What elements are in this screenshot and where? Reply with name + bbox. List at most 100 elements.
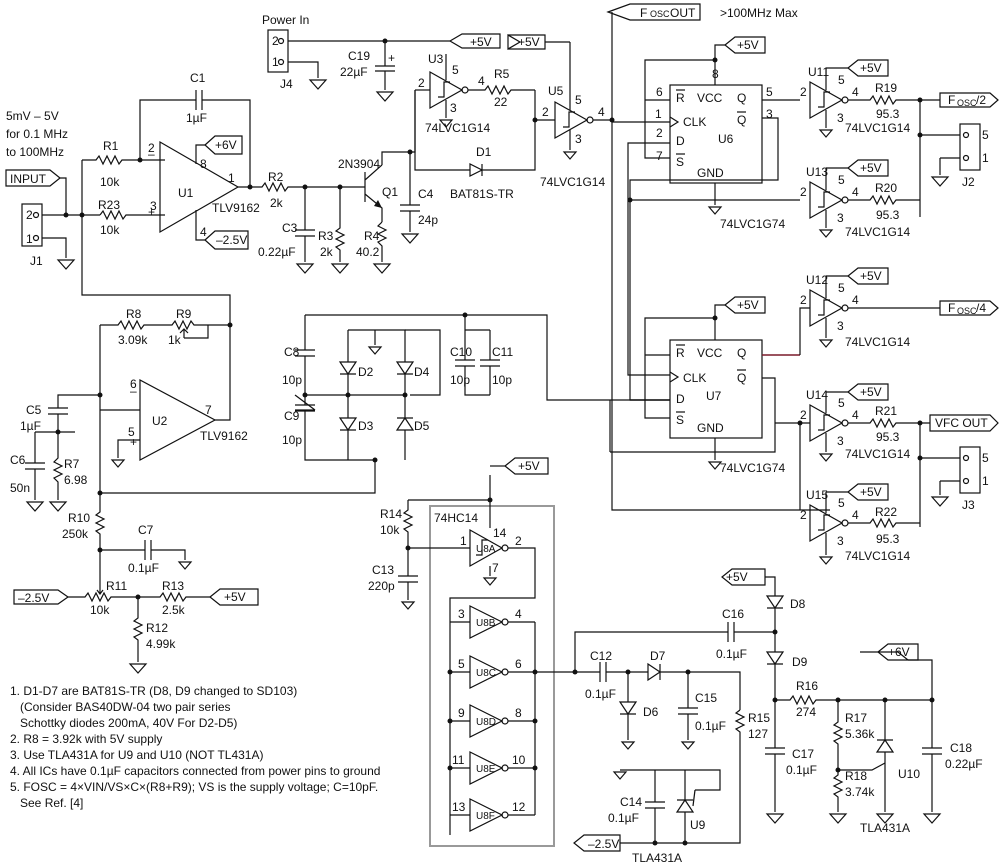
schematic-label: R3 xyxy=(318,229,334,243)
schematic-label: 10p xyxy=(282,373,302,387)
schematic-label: 10p xyxy=(450,373,470,387)
schematic-label: C12 xyxy=(590,649,612,663)
schematic-label: U8D xyxy=(476,717,496,728)
schematic-label: 3 xyxy=(150,199,157,213)
schematic-label: D3 xyxy=(358,419,374,433)
note-line: 5. FOSC = 4×VIN/VS×C×(R8+R9); VS is the … xyxy=(10,780,379,794)
schematic-label: 2 xyxy=(418,76,425,90)
schematic-label: 4 xyxy=(515,607,522,621)
schematic-label: 5.36k xyxy=(845,727,875,741)
schematic-label: 2 xyxy=(800,408,807,422)
connector-j2: 5 1 J2 xyxy=(959,123,989,189)
schematic-label: 2 xyxy=(800,293,807,307)
schematic-label: 95.3 xyxy=(876,107,900,121)
schematic-label: C16 xyxy=(722,607,744,621)
schematic-label: D4 xyxy=(414,365,430,379)
schematic-label: 1 xyxy=(228,171,235,185)
schematic-label: 5 xyxy=(982,128,989,142)
schematic-label: to 100MHz xyxy=(6,145,64,159)
schematic-label: 1µF xyxy=(20,419,41,433)
schematic-label: 4 xyxy=(200,225,207,239)
connector-j3: 5 1 J3 xyxy=(959,446,989,512)
schematic-label: 3 xyxy=(766,107,773,121)
schematic-label: 22µF xyxy=(340,65,368,79)
schematic-label: U8C xyxy=(476,668,496,679)
schematic-label: D9 xyxy=(792,655,808,669)
schematic-label: J2 xyxy=(962,175,975,189)
schematic-label: – xyxy=(148,147,155,161)
schematic-label: 2N3904 xyxy=(338,157,380,171)
schematic-label: 10k xyxy=(380,523,400,537)
schematic-label: 6.98 xyxy=(64,473,88,487)
schematic-label: U8E xyxy=(476,764,496,775)
schematic-label: R18 xyxy=(845,769,867,783)
schematic-label: C1 xyxy=(190,71,206,85)
schematic-label: 95.3 xyxy=(876,208,900,222)
schematic-label: +5V xyxy=(737,298,759,312)
connector-j1: 2 1 J1 xyxy=(21,203,43,268)
schematic-label: 1µF xyxy=(186,111,207,125)
schematic-label: U8B xyxy=(476,618,496,629)
schematic-label: 4.99k xyxy=(146,637,176,651)
schematic-label: 74LVC1G14 xyxy=(845,447,910,461)
schematic-label: 95.3 xyxy=(876,430,900,444)
schematic-label: R9 xyxy=(176,307,192,321)
schematic-label: 1 xyxy=(460,534,467,548)
schematic-label: CLK xyxy=(683,115,706,129)
schematic-label: 2 xyxy=(542,105,549,119)
schematic-label: C6 xyxy=(10,453,26,467)
schematic-label: U7 xyxy=(706,389,722,403)
schematic-label: 74LVC1G14 xyxy=(540,175,605,189)
schematic-label: D8 xyxy=(790,597,806,611)
schematic-label: 22 xyxy=(494,95,508,109)
schematic-label: 5 xyxy=(838,281,845,295)
schematic-label: 10k xyxy=(100,223,120,237)
schematic-label: U1 xyxy=(178,186,194,200)
schematic-label: +5V xyxy=(470,35,492,49)
schematic-label: 2k xyxy=(270,196,284,210)
schematic-label: BAT81S-TR xyxy=(450,187,514,201)
schematic-label: D xyxy=(676,392,685,406)
schematic-label: 4 xyxy=(598,105,605,119)
schematic-label: 220p xyxy=(368,579,395,593)
schematic-label: 3 xyxy=(837,319,844,333)
schematic-label: 3 xyxy=(837,434,844,448)
schematic-label: R19 xyxy=(875,81,897,95)
schematic-label: /2 xyxy=(976,93,986,107)
schematic-label: 40.2 xyxy=(356,245,380,259)
schematic-label: 8 xyxy=(515,706,522,720)
schematic-label: /4 xyxy=(976,301,986,315)
schematic-label: 0.1µF xyxy=(786,763,817,777)
schematic-label: 74LVC1G14 xyxy=(845,121,910,135)
schematic-label: 2 xyxy=(800,185,807,199)
schematic-label: –2.5V xyxy=(18,591,49,605)
schematic-label: 0.1µF xyxy=(608,811,639,825)
schematic-label: R1 xyxy=(103,139,119,153)
schematic-label: C15 xyxy=(695,691,717,705)
schematic-label: 10p xyxy=(492,373,512,387)
schematic-label: R xyxy=(676,346,685,360)
schematic-label: OSC xyxy=(650,9,670,19)
schematic-label: 0.1µF xyxy=(695,719,726,733)
schematic-label: R17 xyxy=(845,711,867,725)
schematic-label: 3 xyxy=(837,211,844,225)
schematic-label: 6 xyxy=(515,657,522,671)
note-line: 1. D1-D7 are BAT81S-TR (D8, D9 changed t… xyxy=(10,684,298,698)
schematic-label: +5V xyxy=(860,385,882,399)
schematic-label: 5 xyxy=(838,396,845,410)
schematic-label: R10 xyxy=(68,511,90,525)
schematic-label: J1 xyxy=(30,254,43,268)
note-line: 3. Use TLA431A for U9 and U10 (NOT TL431… xyxy=(10,748,264,762)
schematic-label: +5V xyxy=(860,485,882,499)
schematic-label: C8 xyxy=(284,345,300,359)
schematic-label: 24p xyxy=(418,213,438,227)
schematic-label: GND xyxy=(697,166,724,180)
schematic-label: R21 xyxy=(875,404,897,418)
schematic-label: +6V xyxy=(888,645,910,659)
schematic-label: TLV9162 xyxy=(212,201,260,215)
schematic-label: 0.1µF xyxy=(585,687,616,701)
schematic-label: U11 xyxy=(808,65,829,79)
schematic-label: R xyxy=(676,91,685,105)
schematic-label: F xyxy=(640,6,647,20)
